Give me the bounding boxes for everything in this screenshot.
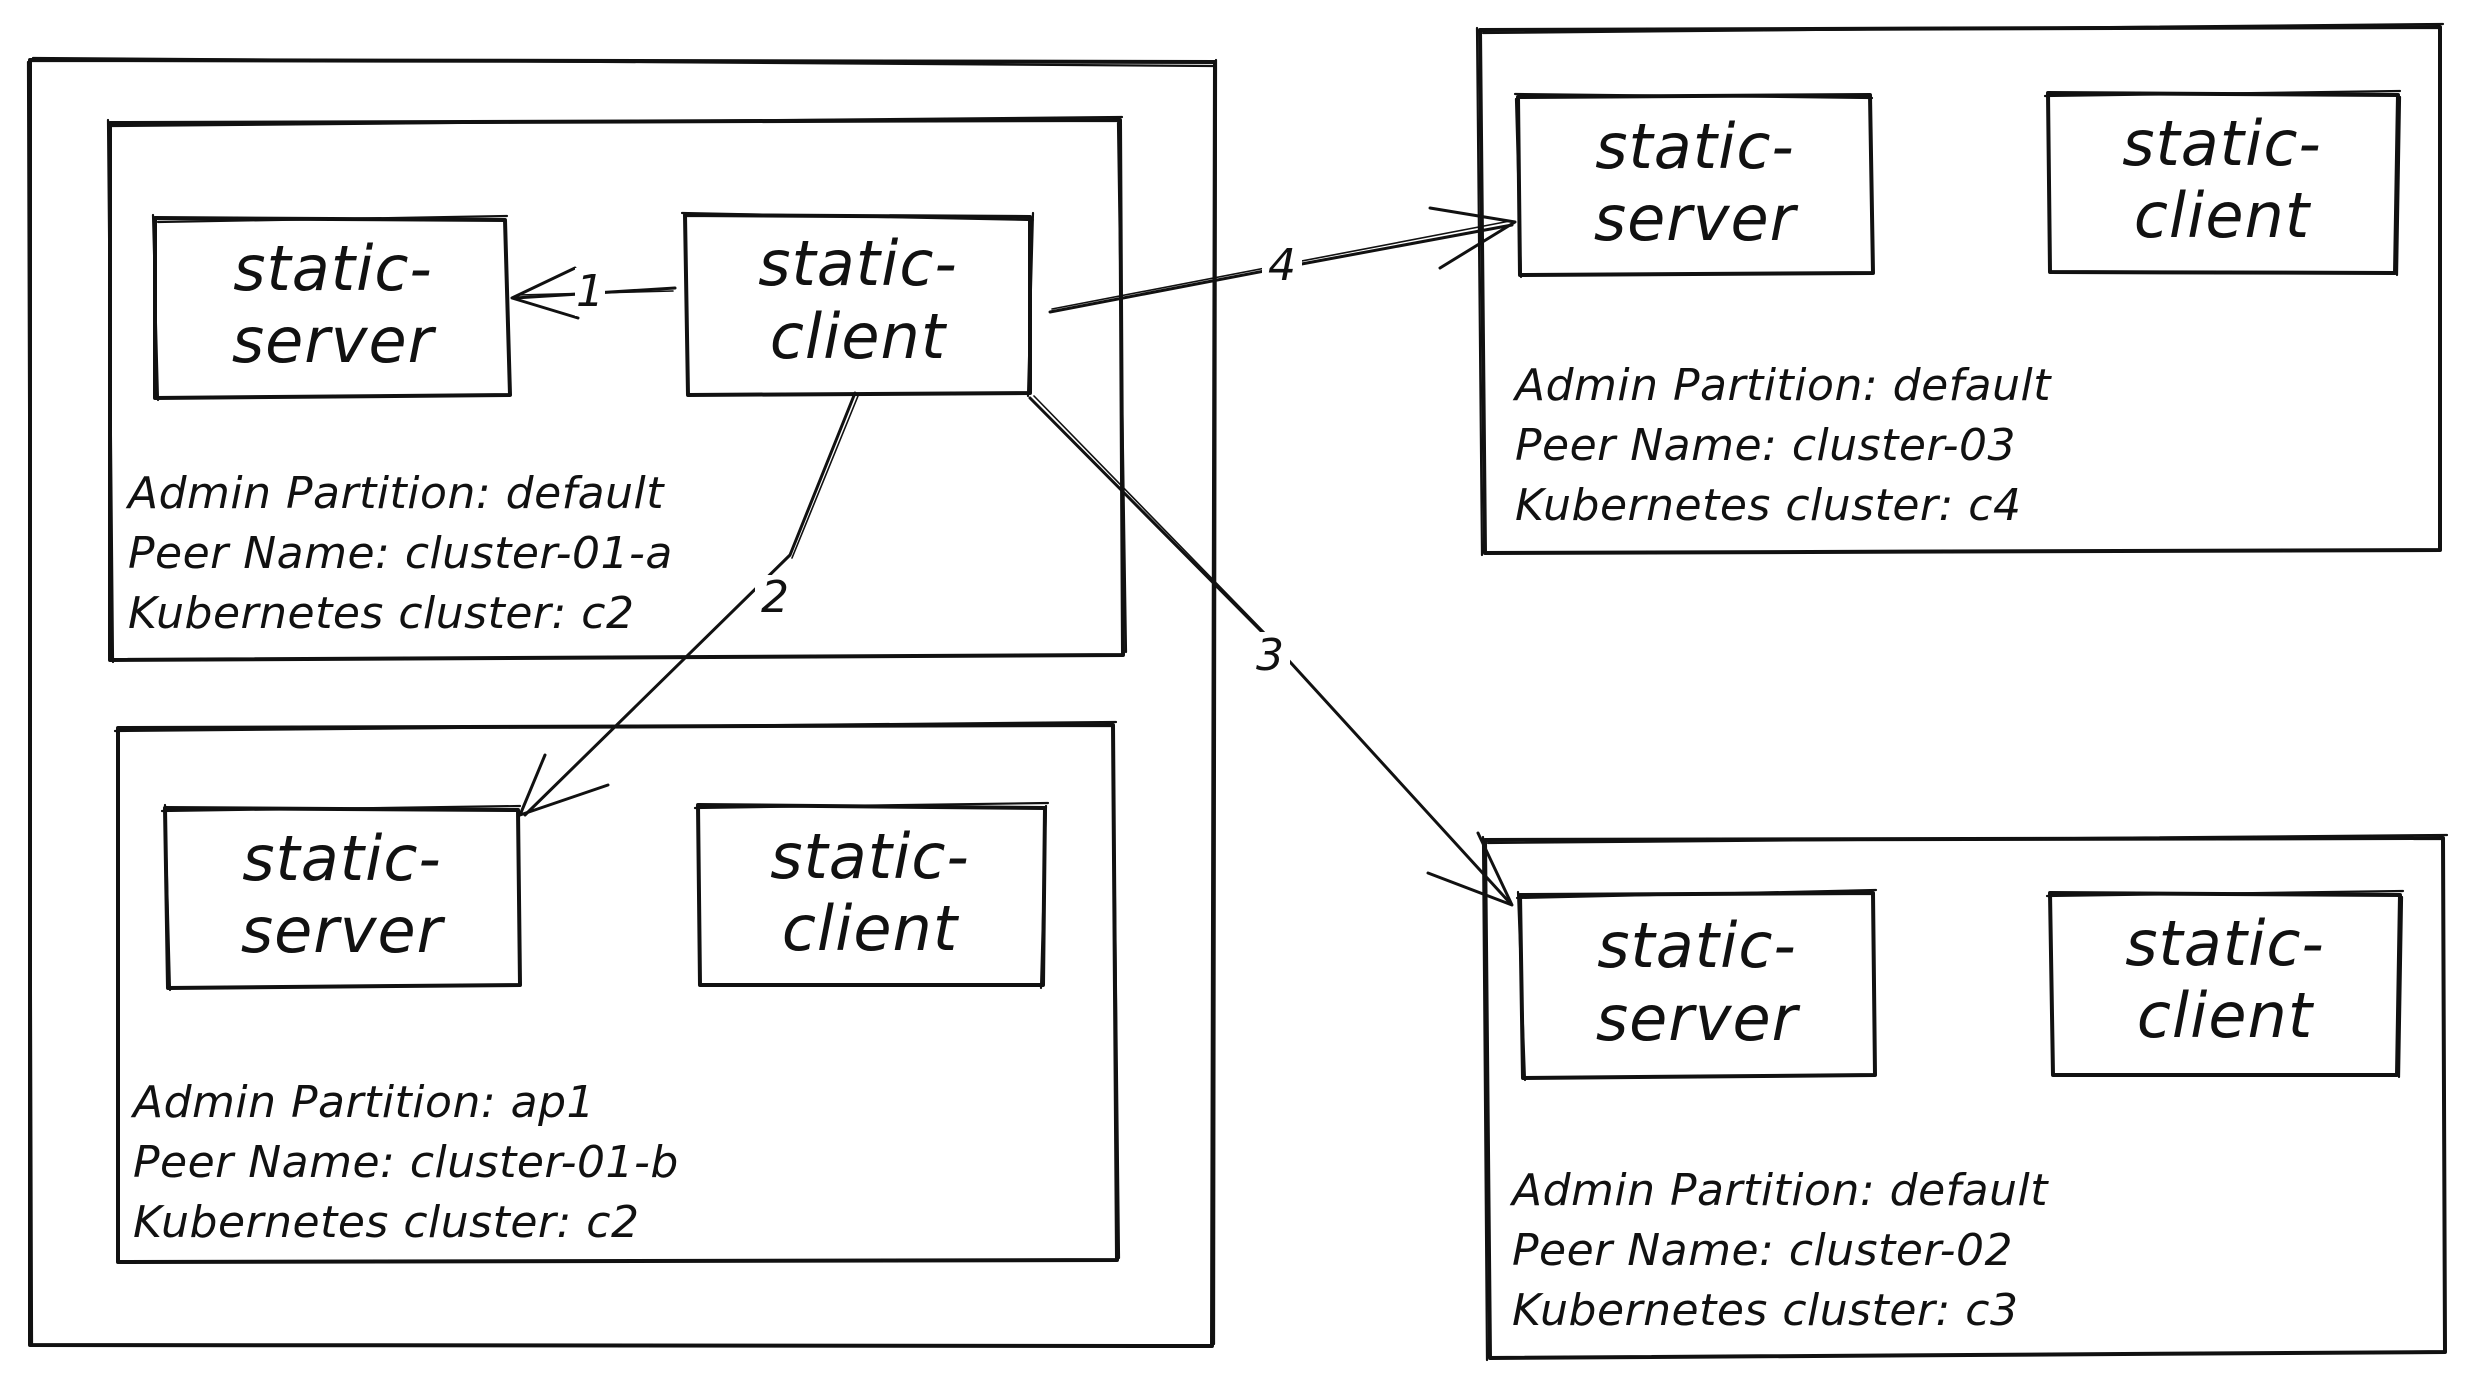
edge-2-label: 2	[761, 572, 789, 623]
service-box-c3-client[interactable]: static- client	[2045, 889, 2405, 1079]
service-a-client-frame-sketch	[680, 211, 1035, 398]
edge-3-label-bg	[1250, 632, 1290, 684]
edge-4: 4	[1048, 206, 1517, 314]
cluster-03-info-2: Peer Name: cluster-03	[1515, 420, 2016, 471]
service-c4-server-frame-sketch	[1513, 92, 1874, 279]
service-c3-client-frame-sketch	[2045, 889, 2405, 1079]
edge-1: 1	[510, 266, 677, 320]
service-b-server-line1: static-	[242, 822, 442, 895]
edge-4-label-bg	[1262, 240, 1302, 290]
service-a-client-line2: client	[770, 300, 948, 373]
cluster-group-c3-frame-sketch	[1481, 833, 2449, 1362]
partition-cluster-01-a-info-2: Peer Name: cluster-01-a	[128, 528, 673, 579]
partition-cluster-01-a-frame	[108, 118, 1125, 662]
edge-2-label-bg	[755, 575, 795, 625]
service-a-server-line1: static-	[233, 232, 433, 305]
service-c4-client-frame-sketch	[2043, 89, 2402, 277]
edge-3: 3	[1028, 395, 1514, 907]
partition-cluster-01-b-info-2: Peer Name: cluster-01-b	[133, 1137, 679, 1188]
service-c3-client-line1: static-	[2125, 907, 2325, 980]
service-a-server-line2: server	[232, 304, 437, 377]
service-b-client-frame-sketch	[693, 801, 1050, 990]
service-c4-server-line2: server	[1594, 182, 1799, 255]
cluster-group-c2: static- server static- client Admin Part…	[26, 56, 1218, 1348]
edge-3-arrowhead	[1426, 831, 1514, 907]
service-box-b-client[interactable]: static- client	[693, 801, 1050, 990]
service-a-server-frame	[153, 216, 512, 400]
service-a-server-frame-sketch	[151, 213, 509, 402]
service-c4-client-line2: client	[2134, 179, 2312, 252]
edge-4-label: 4	[1268, 240, 1296, 291]
service-b-server-frame-sketch	[160, 803, 522, 992]
cluster-group-c3: static- server static- client Admin Part…	[1481, 833, 2449, 1362]
partition-cluster-01-a-info-1: Admin Partition: default	[125, 468, 665, 519]
service-b-client-line2: client	[782, 892, 960, 965]
partition-cluster-01-a-info-3: Kubernetes cluster: c2	[128, 588, 634, 639]
service-c3-server-frame-sketch	[1515, 888, 1878, 1082]
cluster-02-info-1: Admin Partition: default	[1509, 1165, 2049, 1216]
partition-cluster-01-a: static- server static- client Admin Part…	[106, 115, 1128, 664]
service-c3-client-line2: client	[2137, 979, 2315, 1052]
edge-3-label: 3	[1256, 630, 1284, 681]
service-c4-client-line1: static-	[2122, 107, 2322, 180]
service-box-c3-server[interactable]: static- server	[1515, 888, 1878, 1082]
service-b-server-frame	[163, 806, 522, 990]
service-box-a-client[interactable]: static- client	[680, 211, 1035, 398]
service-a-client-frame	[683, 213, 1032, 397]
service-box-c4-server[interactable]: static- server	[1513, 92, 1875, 279]
service-c4-client-frame	[2046, 91, 2400, 275]
cluster-group-c2-frame-sketch	[26, 56, 1218, 1346]
service-b-server-line2: server	[241, 894, 446, 967]
service-c4-server-line1: static-	[1595, 110, 1795, 183]
edge-1-label: 1	[576, 266, 604, 317]
service-c3-server-line2: server	[1596, 982, 1801, 1055]
cluster-03-info-1: Admin Partition: default	[1512, 360, 2052, 411]
cluster-group-c4-frame-sketch	[1475, 22, 2445, 557]
edge-2-line	[523, 391, 857, 817]
edge-1-arrowhead	[510, 266, 580, 320]
service-box-c4-client[interactable]: static- client	[2043, 89, 2402, 277]
partition-cluster-01-b-info-3: Kubernetes cluster: c2	[133, 1197, 639, 1248]
service-box-a-server[interactable]: static- server	[151, 213, 512, 402]
edge-4-arrowhead	[1428, 206, 1517, 270]
cluster-02-info-3: Kubernetes cluster: c3	[1512, 1285, 2018, 1336]
cluster-group-c4-frame	[1478, 25, 2442, 555]
service-c3-client-frame	[2048, 891, 2402, 1077]
service-b-client-line1: static-	[770, 820, 970, 893]
edge-2-arrowhead	[518, 753, 610, 817]
service-a-client-line1: static-	[758, 227, 958, 300]
service-box-b-server[interactable]: static- server	[160, 803, 522, 992]
service-c3-server-line1: static-	[1597, 909, 1797, 982]
service-b-client-frame	[696, 803, 1047, 987]
edge-3-line-sketch	[1033, 395, 1269, 637]
partition-cluster-01-b: static- server static- client Admin Part…	[113, 720, 1121, 1264]
edge-2: 2	[518, 391, 859, 817]
partition-cluster-01-a-frame-sketch	[106, 115, 1128, 664]
partition-cluster-01-b-info-1: Admin Partition: ap1	[130, 1077, 595, 1128]
cluster-02-info-2: Peer Name: cluster-02	[1512, 1225, 2013, 1276]
edge-2-line-sketch	[791, 395, 859, 559]
cluster-03-info-3: Kubernetes cluster: c4	[1515, 480, 2021, 531]
edge-1-label-bg	[575, 268, 605, 316]
cluster-group-c4: static- server static- client Admin Part…	[1475, 22, 2445, 557]
